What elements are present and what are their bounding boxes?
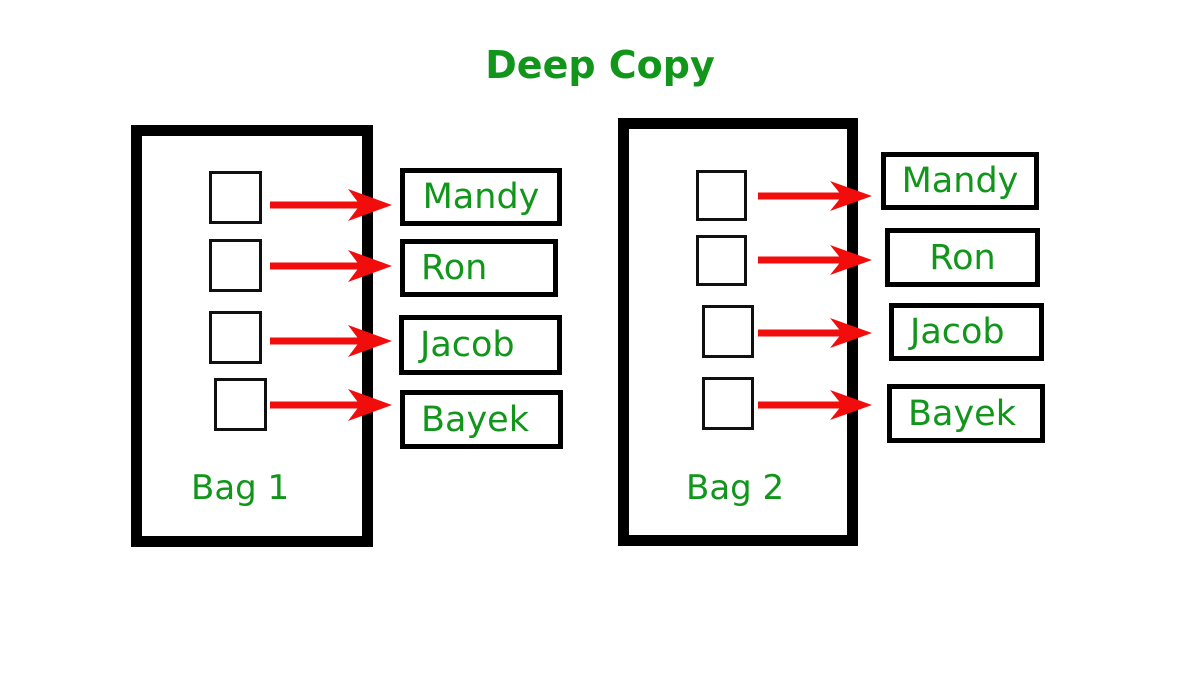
bag-1-reference-slot-3	[209, 311, 262, 364]
bag-2-object-box-3: Jacob	[889, 303, 1044, 361]
bag-1-reference-slot-4	[214, 378, 267, 431]
bag-2-reference-slot-1	[696, 170, 747, 221]
bag-1-object-label-2: Ron	[421, 248, 488, 288]
bag-2-object-label-3: Jacob	[910, 312, 1005, 352]
bag-2-object-label-1: Mandy	[901, 161, 1019, 201]
bag-2-arrow-3	[758, 318, 872, 348]
bag-2-reference-slot-2	[696, 235, 747, 286]
bag-2-object-box-4: Bayek	[887, 384, 1045, 443]
bag-1-label: Bag 1	[191, 468, 290, 508]
bag-1-arrow-1	[270, 189, 392, 221]
bag-2-label: Bag 2	[686, 468, 785, 508]
bag-1-object-box-3: Jacob	[399, 315, 562, 375]
bag-2-reference-slot-4	[702, 377, 754, 430]
bag-1-reference-slot-2	[209, 239, 262, 292]
bag-2-object-box-2: Ron	[885, 228, 1040, 287]
bag-1-arrow-3	[270, 325, 392, 357]
bag-2-arrow-4	[758, 390, 872, 420]
bag-1-object-box-2: Ron	[400, 239, 558, 297]
bag-1-object-label-4: Bayek	[421, 399, 529, 440]
bag-1-arrow-4	[270, 389, 392, 421]
bag-1-object-label-1: Mandy	[422, 177, 540, 217]
bag-1-reference-slot-1	[209, 171, 262, 224]
diagram-title: Deep Copy	[485, 43, 715, 87]
bag-1-arrow-2	[270, 250, 392, 282]
bag-2-object-label-2: Ron	[929, 237, 996, 278]
bag-2-reference-slot-3	[702, 305, 754, 358]
bag-2-arrow-1	[758, 181, 872, 211]
bag-2-object-label-4: Bayek	[908, 393, 1016, 434]
bag-1-object-box-1: Mandy	[400, 168, 562, 226]
bag-2-object-box-1: Mandy	[881, 152, 1039, 210]
bag-1-object-box-4: Bayek	[400, 390, 563, 449]
bag-2-arrow-2	[758, 245, 872, 275]
bag-1-object-label-3: Jacob	[420, 325, 515, 365]
